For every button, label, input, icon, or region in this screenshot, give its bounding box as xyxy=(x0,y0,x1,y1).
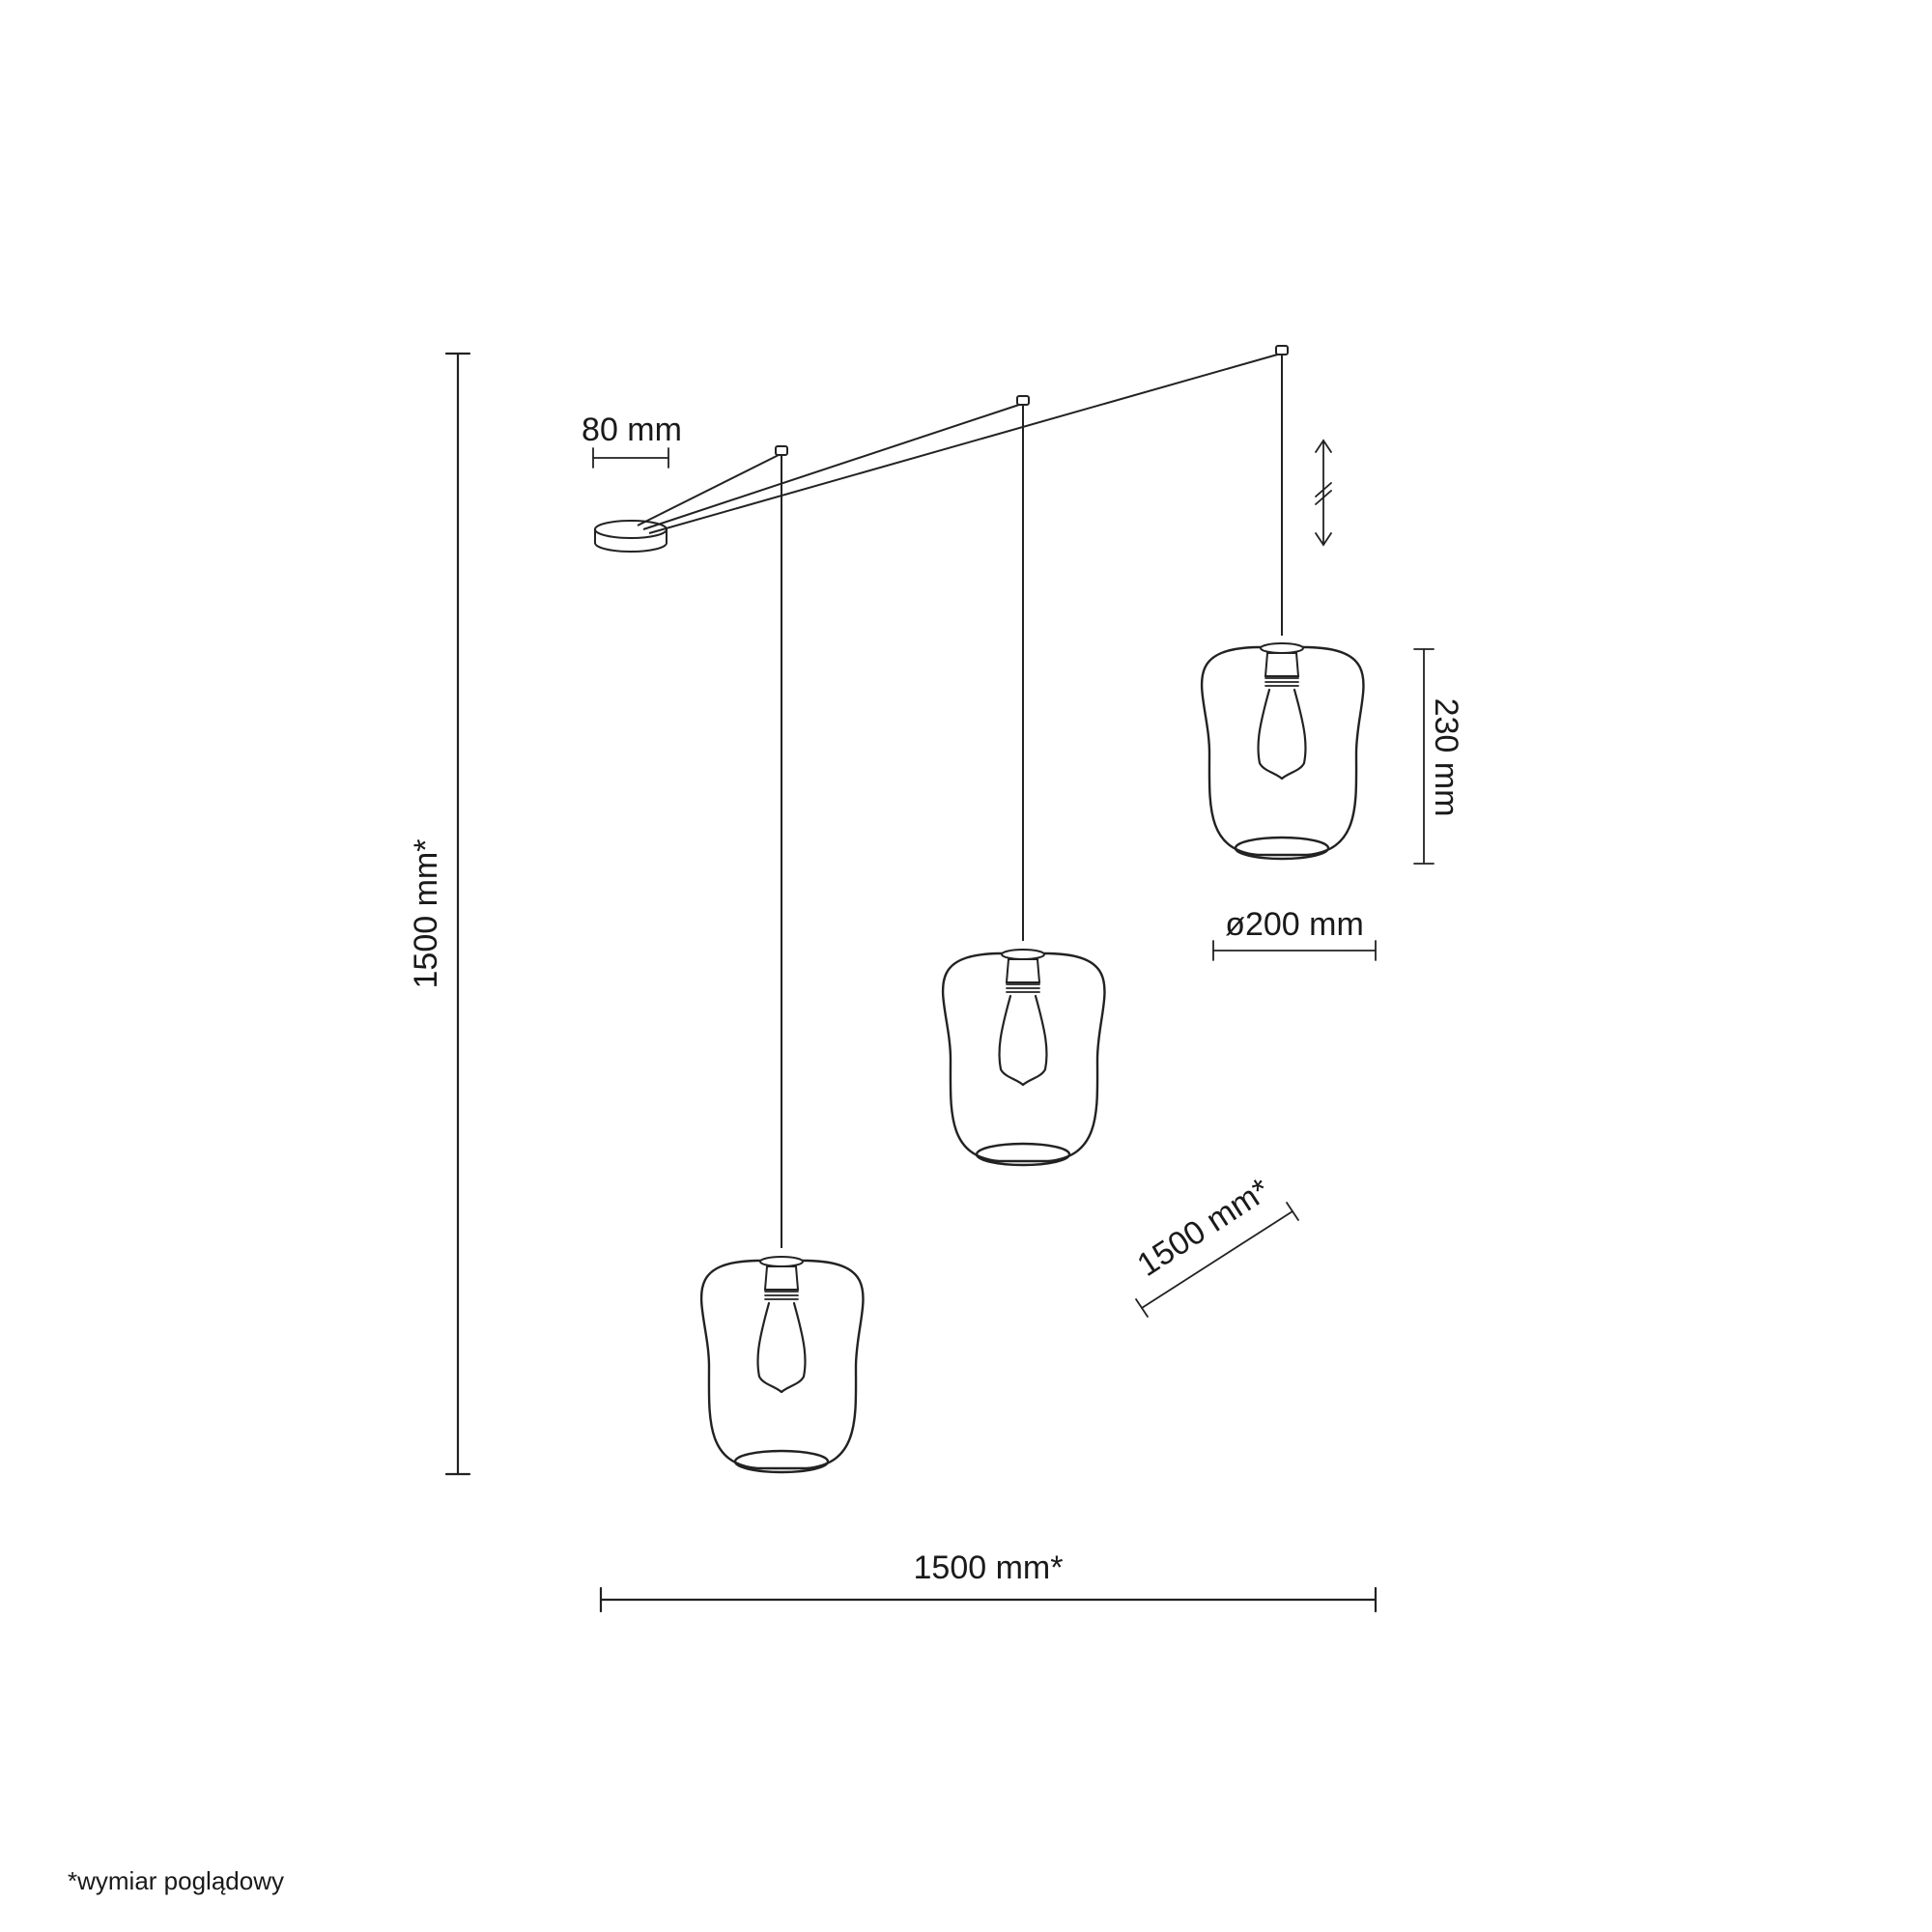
socket-thread xyxy=(1264,677,1299,687)
ceiling-canopy xyxy=(594,520,668,553)
arm-length-dimension: 1500 mm* xyxy=(1131,1172,1299,1318)
shade-height-dimension: 230 mm xyxy=(1413,648,1464,865)
pendant-lamp-left xyxy=(699,1256,865,1474)
canopy-width-dimension: 80 mm xyxy=(582,412,682,469)
footnote: *wymiar poglądowy xyxy=(68,1866,284,1895)
total-width-dimension: 1500 mm* xyxy=(599,1549,1378,1613)
total-width-label: 1500 mm* xyxy=(914,1549,1064,1586)
hook-points xyxy=(775,345,1289,456)
shade-diameter-label: ø200 mm xyxy=(1225,906,1364,943)
pendant-lamp-right xyxy=(1200,642,1365,861)
socket-thread xyxy=(1006,983,1040,993)
total-height-label: 1500 mm* xyxy=(408,839,444,989)
canopy-width-label: 80 mm xyxy=(582,412,682,448)
arm-length-label: 1500 mm* xyxy=(1131,1172,1277,1284)
pendant-lamp-middle xyxy=(941,949,1106,1167)
double-arrow-adjust-icon xyxy=(1315,439,1332,547)
drop-cords xyxy=(781,355,1283,1248)
arm-cords xyxy=(637,353,1282,534)
total-height-dimension: 1500 mm* xyxy=(408,352,471,1476)
shade-diameter-dimension: ø200 mm xyxy=(1212,906,1377,961)
shade-height-label: 230 mm xyxy=(1428,698,1464,817)
socket-thread xyxy=(764,1291,799,1300)
